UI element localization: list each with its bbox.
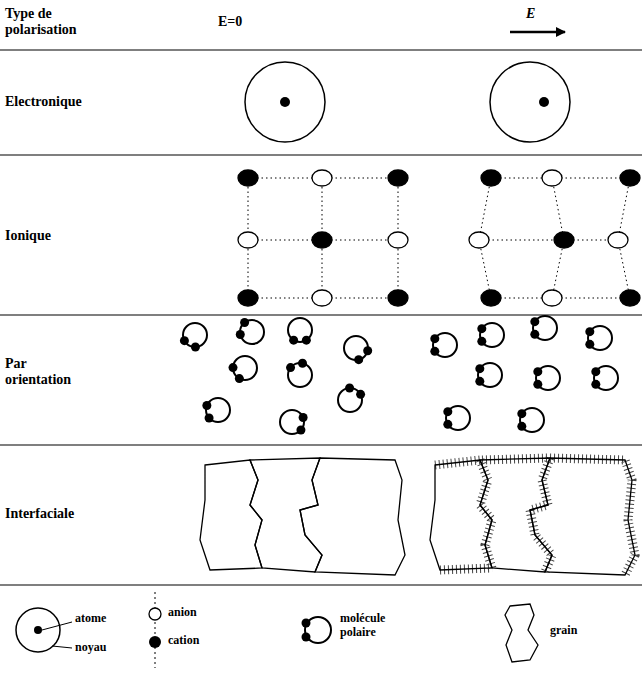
field-label: E=0 <box>218 14 242 30</box>
row-label: Electronique <box>5 94 82 110</box>
legend-symbols <box>16 592 538 668</box>
grain-outline <box>200 458 405 575</box>
field-label: E <box>526 6 535 22</box>
field-arrow <box>510 31 565 34</box>
legend-label: grain <box>550 624 577 638</box>
row-separator <box>0 50 642 585</box>
legend-label: molécule polaire <box>340 612 410 640</box>
legend-label: anion <box>168 606 197 620</box>
row-label: Ionique <box>5 228 51 244</box>
legend-label: noyau <box>75 641 106 655</box>
polar-molecule <box>180 316 618 435</box>
atom-symbol <box>245 62 570 142</box>
column-header: Type de polarisation <box>5 6 105 38</box>
ion-lattice <box>238 170 640 306</box>
legend-label: cation <box>168 634 199 648</box>
legend-label: atome <box>75 612 106 626</box>
row-label: Par orientation <box>5 356 90 388</box>
charged-grain <box>430 458 635 575</box>
row-label: Interfaciale <box>5 506 74 522</box>
